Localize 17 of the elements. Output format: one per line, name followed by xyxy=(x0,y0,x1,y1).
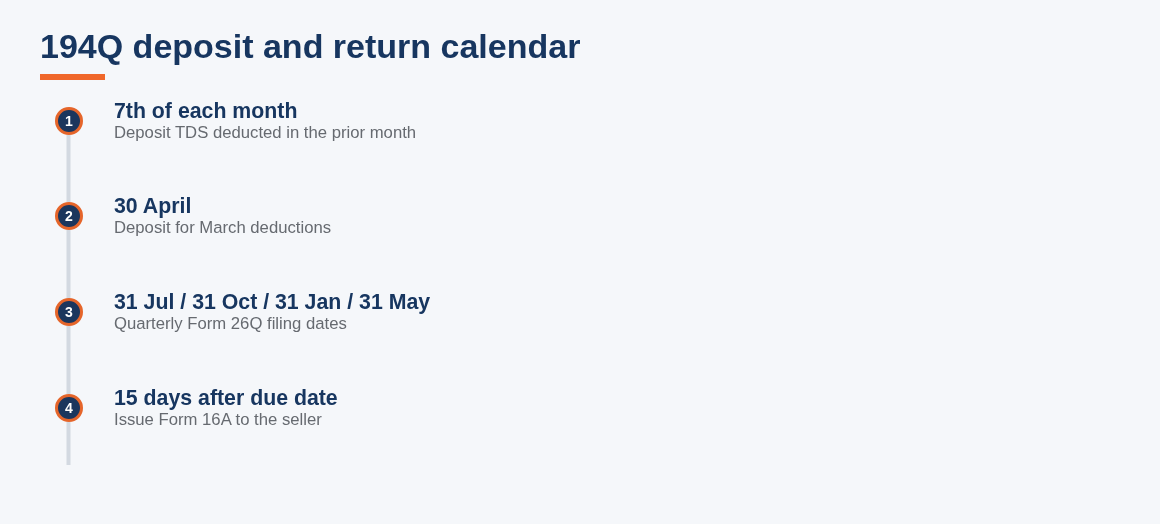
step-number: 3 xyxy=(55,298,83,326)
step-description: Issue Form 16A to the seller xyxy=(114,410,322,430)
diagram-title: 194Q deposit and return calendar xyxy=(40,26,581,66)
step-description: Deposit for March deductions xyxy=(114,218,332,238)
timeline-line xyxy=(66,230,71,298)
step-number: 4 xyxy=(55,394,83,422)
timeline-line xyxy=(66,326,71,394)
step-number: 1 xyxy=(55,107,83,135)
step-number: 2 xyxy=(55,202,83,230)
step-date: 15 days after due date xyxy=(114,386,338,410)
step-date: 7th of each month xyxy=(114,99,298,123)
step-date: 30 April xyxy=(114,194,192,218)
step-date: 31 Jul / 31 Oct / 31 Jan / 31 May xyxy=(114,290,431,314)
timeline-line xyxy=(66,422,71,465)
timeline-line xyxy=(66,135,71,202)
step-description: Quarterly Form 26Q filing dates xyxy=(114,314,347,334)
step-description: Deposit TDS deducted in the prior month xyxy=(114,123,417,143)
